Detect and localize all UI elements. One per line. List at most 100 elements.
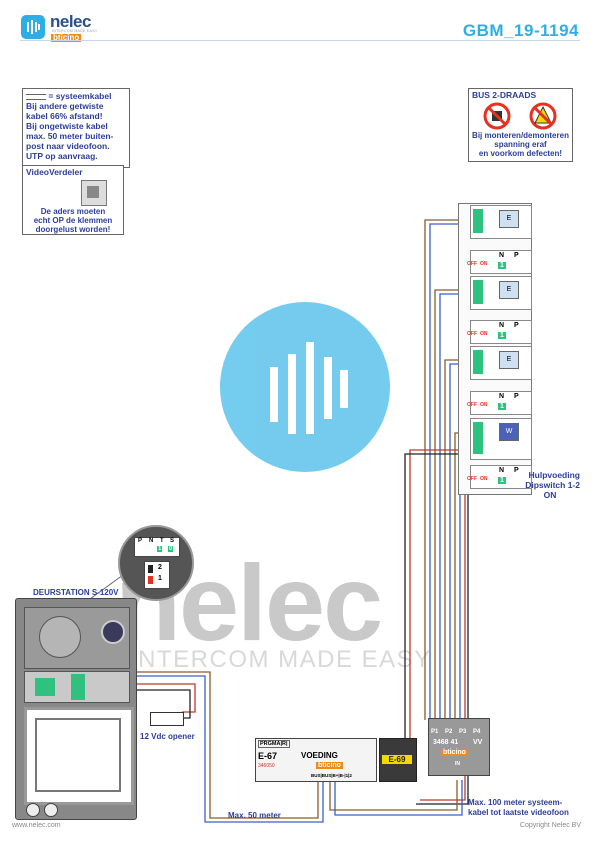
footer-url[interactable]: www.nelec.com [12, 822, 61, 829]
terminal-block [473, 350, 483, 374]
door-module [24, 671, 130, 703]
switch-off-label: OFF [467, 402, 477, 408]
partner-logo: bticino [51, 33, 82, 42]
bus-warning-box: BUS 2-DRAADS Bij monteren/demonteren spa… [468, 88, 573, 162]
no-voltage-icon [529, 102, 557, 130]
speaker-icon [39, 616, 81, 658]
psu-brand: bticino [316, 762, 343, 769]
distance-100m: Max. 100 meter systeem- kabel tot laatst… [468, 798, 569, 818]
n-value: 1 [498, 332, 506, 339]
n-label: N [499, 252, 505, 259]
monitor-1: E [470, 205, 532, 239]
distance-50m: Max. 50 meter [228, 811, 281, 820]
terminal-block [473, 422, 483, 454]
psu-code: 346050 [258, 763, 275, 769]
e69-module: E-69 [379, 738, 417, 782]
door-station-title: DEURSTATION S-120V [33, 588, 119, 597]
distributor-terminal-icon [81, 180, 107, 206]
distributor-line: doorgelust worden! [35, 225, 111, 234]
cable-line: Bij ongetwiste kabel [26, 121, 108, 131]
cable-note-box: = systeemkabel Bij andere getwiste kabel… [22, 88, 130, 168]
aux-power-note: Hulpvoeding Dipswitch 1-2 ON [520, 470, 580, 500]
switch-off-label: OFF [467, 261, 477, 267]
p-label: P [514, 252, 519, 259]
call-button-icon [26, 803, 40, 817]
brand-tagline: INTERCOM MADE EASY [52, 29, 98, 33]
wire-brown [329, 778, 458, 811]
cable-line: post naar videofoon. [26, 141, 110, 151]
dip-switch-3: OFF ON N P 1 [467, 391, 532, 415]
document-code: GBM_19-1194 [462, 21, 579, 40]
zoom-label: P [138, 538, 143, 544]
monitor-screen-icon: W [499, 423, 519, 441]
n-label: N [499, 322, 505, 329]
psu-terminals-bottom: BUS|BUS|B+|B-|1|2 [311, 773, 352, 778]
nelec-logo-icon [21, 15, 45, 39]
monitor-screen-icon: E [499, 210, 519, 228]
wire-blue [334, 778, 463, 816]
header-divider [20, 40, 580, 41]
bus-warning-line: Bij monteren/demonteren [472, 131, 569, 140]
cable-line: kabel 66% afstand! [26, 111, 103, 121]
zoom-value: 0 [168, 546, 174, 552]
name-plate [24, 707, 134, 805]
wire-brown [80, 671, 319, 819]
e69-model: E-69 [382, 755, 412, 764]
monitor-screen-icon: E [499, 281, 519, 299]
opener-label: 12 Vdc opener [140, 732, 195, 741]
p-label: P [514, 467, 519, 474]
n-label: N [499, 467, 505, 474]
monitor-2: E [470, 276, 532, 310]
zoom-dip: 2 1 [144, 561, 170, 589]
cable-line: UTP op aanvraag. [26, 151, 98, 161]
call-button-icon [44, 803, 58, 817]
distributor-in: IN [455, 761, 460, 767]
camera-icon [101, 620, 125, 644]
watermark-circle-icon [220, 302, 390, 472]
distributor-note-box: VideoVerdeler De aders moeten echt OP de… [22, 165, 124, 235]
distributor-line: De aders moeten [40, 207, 106, 216]
bus-title: BUS 2-DRAADS [472, 90, 537, 100]
switch-on-label: ON [480, 402, 488, 408]
n-value: 1 [498, 477, 506, 484]
distributor-code: 3468 41 [433, 739, 459, 746]
aux-line: Dipswitch 1-2 [525, 480, 580, 490]
dip-toggle [148, 565, 153, 573]
distributor-port: P4 [473, 729, 481, 735]
wire-red [409, 449, 475, 740]
n-value: 1 [498, 403, 506, 410]
wire-black [404, 453, 475, 740]
bus-warning-line: en voorkom defecten! [478, 149, 563, 158]
zoom-label: N [149, 538, 154, 544]
zoom-label: S [170, 538, 175, 544]
zoom-value: 1 [157, 546, 163, 552]
monitor-4: W [470, 418, 532, 460]
distributor-line: echt OP de klemmen [33, 216, 113, 225]
dip-switch-1: OFF ON N P 1 [467, 250, 532, 274]
bus-warning-line: spanning eraf [494, 140, 547, 149]
monitor-screen-icon: E [499, 351, 519, 369]
terminal-block [35, 678, 55, 696]
psu-model: E-67 [258, 751, 278, 761]
video-distributor: P1 P2 P3 P4 3468 41 VV bticino IN [428, 718, 490, 776]
aux-line: ON [543, 490, 557, 500]
n-label: N [499, 393, 505, 400]
cable-line: max. 50 meter buiten- [26, 131, 114, 141]
cable-legend: = systeemkabel [48, 91, 112, 101]
switch-off-label: OFF [467, 476, 477, 482]
power-supply: PRGMA|R| E-67 VOEDING 346050 bticino BUS… [255, 738, 377, 782]
switch-off-label: OFF [467, 331, 477, 337]
switch-on-label: ON [480, 261, 488, 267]
brand-name: nelec [50, 12, 91, 31]
switch-on-label: ON [480, 476, 488, 482]
distributor-port: P2 [445, 729, 453, 735]
system-cable-icon [26, 93, 46, 100]
distance-line: Max. 100 meter systeem- [468, 798, 563, 807]
dip-label: 1 [158, 575, 162, 582]
dip-switch-4: OFF ON N P 1 [467, 465, 532, 489]
terminal-block [71, 674, 85, 700]
monitor-3: E [470, 346, 532, 380]
cable-legend-row: = systeemkabel [26, 91, 126, 101]
p-label: P [514, 322, 519, 329]
distributor-port: P1 [431, 729, 439, 735]
